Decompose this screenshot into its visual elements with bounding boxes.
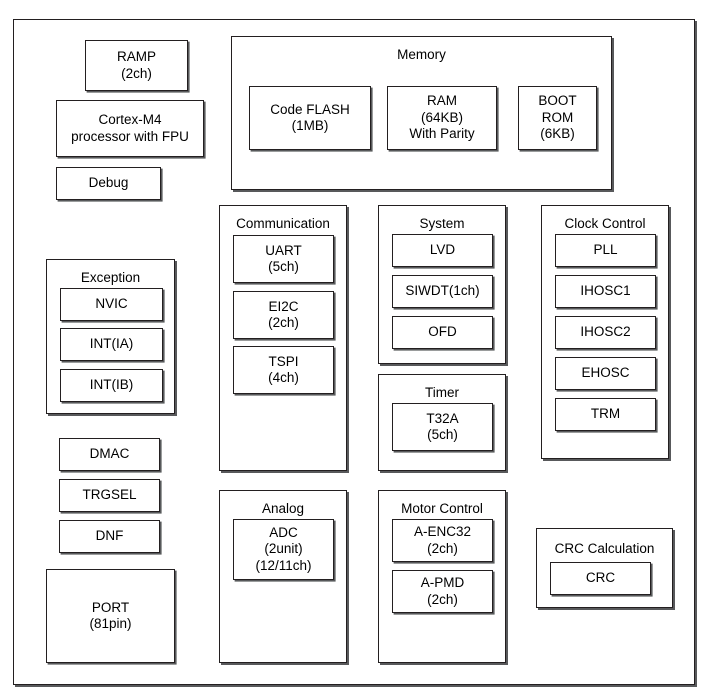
int-ib-label: INT(IB): [89, 377, 134, 393]
a-pmd-label-line1: A-PMD: [420, 575, 465, 591]
group-crc-calculation: CRC Calculation CRC: [536, 528, 673, 608]
code-flash-label-line1: Code FLASH: [270, 101, 350, 117]
block-tspi[interactable]: TSPI (4ch): [233, 346, 334, 394]
group-memory: Memory Code FLASH (1MB) RAM (64KB) With …: [231, 36, 612, 190]
block-dnf[interactable]: DNF: [59, 520, 160, 553]
block-debug[interactable]: Debug: [56, 167, 161, 200]
group-timer: Timer T32A (5ch): [378, 374, 506, 471]
block-a-pmd[interactable]: A-PMD (2ch): [392, 570, 493, 613]
block-ei2c[interactable]: EI2C (2ch): [233, 291, 334, 339]
trgsel-label: TRGSEL: [82, 487, 137, 503]
block-a-enc32[interactable]: A-ENC32 (2ch): [392, 519, 493, 562]
group-motor-control: Motor Control A-ENC32 (2ch) A-PMD (2ch): [378, 490, 506, 663]
exception-title: Exception: [80, 270, 141, 285]
tspi-label-line2: (4ch): [268, 370, 299, 385]
block-cortex-m4[interactable]: Cortex-M4 processor with FPU: [56, 100, 204, 157]
timer-title: Timer: [425, 385, 459, 400]
group-analog: Analog ADC (2unit) (12/11ch): [219, 490, 347, 663]
ei2c-label-line2: (2ch): [268, 315, 299, 330]
block-ehosc[interactable]: EHOSC: [555, 357, 656, 390]
block-port[interactable]: PORT (81pin): [46, 569, 175, 663]
block-t32a[interactable]: T32A (5ch): [392, 403, 493, 451]
group-exception: Exception NVIC INT(IA) INT(IB): [46, 259, 175, 414]
block-nvic[interactable]: NVIC: [60, 288, 163, 321]
port-label-line2: (81pin): [89, 616, 132, 631]
block-code-flash[interactable]: Code FLASH (1MB): [249, 86, 371, 150]
ramp-label-line1: RAMP: [116, 49, 156, 65]
cortex-label-line2: processor with FPU: [71, 128, 189, 144]
block-int-ia[interactable]: INT(IA): [60, 328, 163, 361]
block-ihosc1[interactable]: IHOSC1: [555, 275, 656, 308]
crc-calculation-title: CRC Calculation: [554, 541, 655, 556]
ihosc1-label: IHOSC1: [580, 283, 631, 299]
ramp-label-line2: (2ch): [121, 65, 152, 81]
t32a-label-line1: T32A: [426, 410, 459, 426]
cortex-label-line1: Cortex-M4: [98, 112, 162, 128]
block-trgsel[interactable]: TRGSEL: [59, 479, 160, 512]
uart-label-line1: UART: [265, 242, 302, 258]
block-lvd[interactable]: LVD: [392, 234, 493, 267]
memory-title: Memory: [397, 47, 446, 62]
ihosc2-label: IHOSC2: [580, 324, 631, 340]
dmac-label: DMAC: [89, 446, 130, 462]
tspi-label-line1: TSPI: [268, 353, 299, 369]
uart-label-line2: (5ch): [268, 259, 299, 274]
int-ia-label: INT(IA): [89, 336, 134, 352]
group-system: System LVD SIWDT(1ch) OFD: [378, 205, 506, 364]
block-dmac[interactable]: DMAC: [59, 438, 160, 471]
ehosc-label: EHOSC: [581, 365, 630, 381]
motor-control-title: Motor Control: [401, 501, 483, 516]
block-ramp[interactable]: RAMP (2ch): [85, 40, 188, 91]
adc-label-line3: (12/11ch): [255, 557, 312, 573]
communication-title: Communication: [236, 216, 330, 231]
ram-label-line1: RAM: [427, 93, 457, 109]
port-label-line1: PORT: [91, 599, 130, 615]
analog-title: Analog: [261, 501, 305, 516]
dnf-label: DNF: [95, 528, 124, 544]
block-siwdt[interactable]: SIWDT(1ch): [392, 275, 493, 308]
clock-control-title: Clock Control: [564, 216, 646, 231]
block-boot-rom[interactable]: BOOT ROM (6KB): [518, 86, 597, 150]
boot-rom-label-line2: ROM: [541, 109, 574, 125]
block-crc[interactable]: CRC: [550, 562, 651, 595]
ei2c-label-line1: EI2C: [268, 298, 299, 314]
boot-rom-label-line3: (6KB): [540, 126, 575, 142]
lvd-label: LVD: [429, 242, 456, 258]
debug-label: Debug: [88, 175, 129, 191]
nvic-label: NVIC: [95, 296, 128, 312]
block-adc[interactable]: ADC (2unit) (12/11ch): [233, 519, 334, 580]
block-trm[interactable]: TRM: [555, 398, 656, 431]
a-enc32-label-line1: A-ENC32: [413, 524, 472, 540]
block-uart[interactable]: UART (5ch): [233, 235, 334, 283]
block-pll[interactable]: PLL: [555, 234, 656, 267]
code-flash-label-line2: (1MB): [291, 118, 329, 133]
adc-label-line2: (2unit): [264, 541, 303, 557]
group-communication: Communication UART (5ch) EI2C (2ch) TSPI…: [219, 205, 347, 471]
block-ihosc2[interactable]: IHOSC2: [555, 316, 656, 349]
crc-label: CRC: [585, 570, 616, 586]
trm-label: TRM: [590, 406, 621, 422]
a-pmd-label-line2: (2ch): [427, 591, 458, 607]
block-int-ib[interactable]: INT(IB): [60, 369, 163, 402]
a-enc32-label-line2: (2ch): [427, 540, 458, 556]
ram-label-line3: With Parity: [409, 126, 475, 142]
siwdt-label: SIWDT(1ch): [405, 283, 480, 299]
block-ram[interactable]: RAM (64KB) With Parity: [387, 86, 497, 150]
t32a-label-line2: (5ch): [427, 427, 458, 442]
ram-label-line2: (64KB): [420, 109, 464, 125]
adc-label-line1: ADC: [269, 524, 298, 540]
boot-rom-label-line1: BOOT: [538, 93, 577, 109]
ofd-label: OFD: [428, 324, 457, 340]
pll-label: PLL: [593, 242, 618, 258]
system-title: System: [419, 216, 465, 231]
block-ofd[interactable]: OFD: [392, 316, 493, 349]
group-clock-control: Clock Control PLL IHOSC1 IHOSC2 EHOSC TR…: [541, 205, 669, 459]
